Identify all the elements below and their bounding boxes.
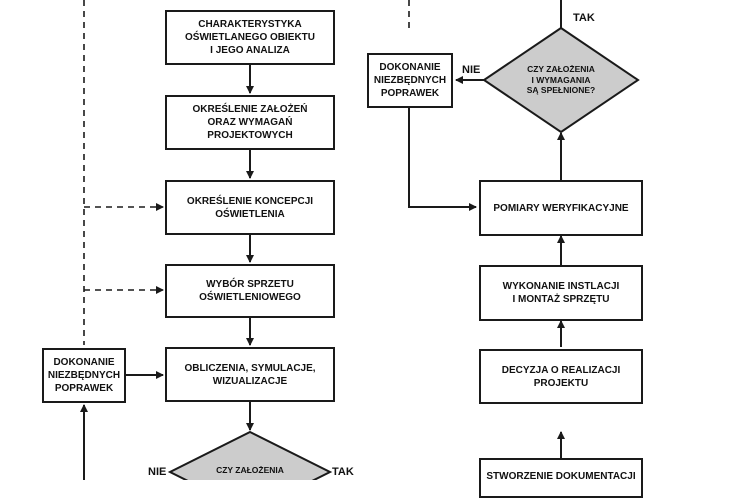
box-corrections-left: DOKONANIE NIEZBĘDNYCH POPRAWEK xyxy=(42,348,126,403)
box-implementation-decision: DECYZJA O REALIZACJI PROJEKTU xyxy=(479,349,643,404)
connectors-layer xyxy=(80,0,640,480)
label-decision-right-no: NIE xyxy=(462,64,481,76)
box-installation: WYKONANIE INSTLACJI I MONTAŻ SPRZĘTU xyxy=(479,265,643,321)
decision-right-text: CZY ZAŁOŻENIA I WYMAGANIA SĄ SPEŁNIONE? xyxy=(526,64,596,96)
decision-diamond-right xyxy=(482,26,640,134)
box-lighting-concept: OKREŚLENIE KONCEPCJI OŚWIETLENIA xyxy=(165,180,335,235)
box-verification-measurements: POMIARY WERYFIKACYJNE xyxy=(479,180,643,236)
box-object-characteristics: CHARAKTERYSTYKA OŚWIETLANEGO OBIEKTU I J… xyxy=(165,10,335,65)
label-decision-left-no: NIE xyxy=(148,466,167,478)
box-equipment-selection: WYBÓR SPRZETU OŚWIETLENIOWEGO xyxy=(165,264,335,318)
decision-left-text: CZY ZAŁOŻENIA xyxy=(216,464,284,475)
box-corrections-right: DOKONANIE NIEZBĘDNYCH POPRAWEK xyxy=(367,53,453,108)
label-decision-left-yes: TAK xyxy=(332,466,354,478)
arrow-correction-to-verify xyxy=(408,108,477,211)
label-decision-right-yes: TAK xyxy=(573,12,595,24)
decision-diamond-left xyxy=(167,430,333,480)
box-calculations-simulations: OBLICZENIA, SYMULACJE, WIZUALIZACJE xyxy=(165,347,335,402)
flowchart: CHARAKTERYSTYKA OŚWIETLANEGO OBIEKTU I J… xyxy=(42,0,643,498)
box-design-assumptions: OKREŚLENIE ZAŁOŻEŃ ORAZ WYMAGAŃ PROJEKTO… xyxy=(165,95,335,150)
box-documentation: STWORZENIE DOKUMENTACJI xyxy=(479,458,643,498)
